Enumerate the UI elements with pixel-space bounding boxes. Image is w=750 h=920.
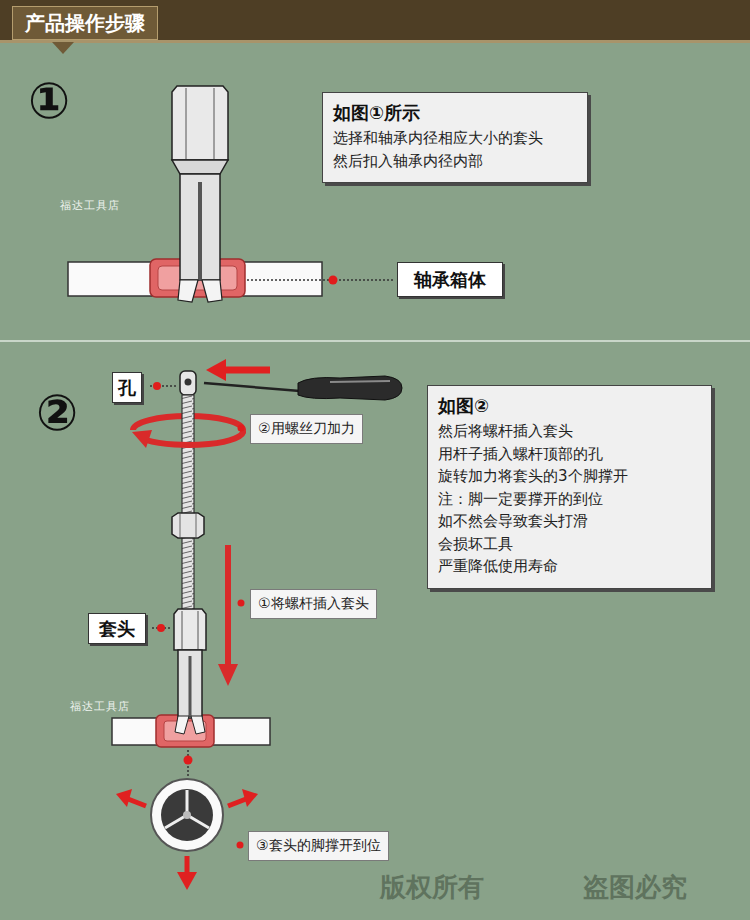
header-bar-part <box>0 40 750 43</box>
spread-arrows-part <box>185 856 190 874</box>
bolt-part <box>182 395 194 613</box>
push-arrow-part <box>222 367 270 374</box>
part-label: 套头 <box>88 613 146 644</box>
label-text: 轴承箱体 <box>414 267 486 292</box>
divider-part <box>0 340 750 342</box>
header-bar <box>0 0 750 54</box>
leader-line <box>150 382 245 849</box>
bolt <box>172 371 204 613</box>
leader-line-part <box>247 279 394 281</box>
copyright-note: 版权所有 <box>380 872 484 903</box>
insert-arrow <box>218 545 238 686</box>
socket-tool-part <box>189 656 192 718</box>
rotation-arrow-front <box>132 430 243 448</box>
label-text: 套头 <box>99 616 135 641</box>
box-heading: 如图①所示 <box>333 101 577 125</box>
socket-tool <box>174 609 206 734</box>
push-arrow <box>206 359 270 381</box>
socket-tool-part <box>198 611 199 650</box>
socket-tool-part <box>174 609 206 650</box>
housing-part <box>210 718 270 745</box>
info-box: 如图②然后将螺杆插入套头 用杆子插入螺杆顶部的孔 旋转加力将套头的3个脚撑开 注… <box>427 385 712 589</box>
housing <box>112 718 270 745</box>
watermark: 福达工具店 <box>70 700 130 713</box>
box-heading: 如图② <box>438 394 701 418</box>
socket-tool-part <box>198 182 202 280</box>
socket-tool-part <box>175 716 189 734</box>
leader-line-part <box>157 624 165 632</box>
part-label: 孔 <box>112 372 142 403</box>
bearing-part <box>156 715 214 747</box>
socket-tool-part <box>178 650 202 718</box>
bolt-part <box>196 514 197 537</box>
leader-line-part <box>237 842 244 849</box>
socket-tool-part <box>172 160 228 174</box>
screwdriver-part <box>298 376 402 400</box>
bolt-part <box>185 379 192 386</box>
push-arrow-part <box>206 359 226 381</box>
divider <box>0 341 750 342</box>
callout-box: ②用螺丝刀加力 <box>250 414 363 444</box>
bolt-part <box>172 513 204 538</box>
box-body: 然后将螺杆插入套头 用杆子插入螺杆顶部的孔 旋转加力将套头的3个脚撑开 注：脚一… <box>438 420 701 578</box>
socket-tool <box>172 86 228 302</box>
part-label: 轴承箱体 <box>397 262 503 297</box>
copyright-note: 盗图必究 <box>583 872 687 903</box>
leader-line-part <box>329 276 338 285</box>
socket-tool-part <box>214 88 215 160</box>
leader-line-part <box>184 756 193 765</box>
socket-tool-part <box>180 174 220 280</box>
label-text: 孔 <box>118 375 136 400</box>
bolt-part <box>180 514 181 537</box>
callout-box: ①将螺杆插入套头 <box>250 589 377 619</box>
spread-arrows <box>116 789 258 890</box>
socket-end-view-part <box>183 811 191 819</box>
bearing <box>156 715 214 747</box>
header-bar-part <box>52 42 74 54</box>
rotation-arrow-front-part <box>146 430 243 445</box>
spread-arrows-part <box>128 799 146 806</box>
info-box: 如图①所示选择和轴承内径相应大小的套头 然后扣入轴承内径内部 <box>322 92 588 183</box>
box-body: 选择和轴承内径相应大小的套头 然后扣入轴承内径内部 <box>333 127 577 172</box>
socket-end-view <box>151 779 223 851</box>
spread-arrows-part <box>242 789 258 807</box>
leader-line-part <box>153 382 161 390</box>
title-tab: 产品操作步骤 <box>12 6 158 40</box>
bolt-part <box>180 371 196 395</box>
rotation-arrow-front-part <box>132 430 152 448</box>
screwdriver-part <box>330 381 390 382</box>
socket-tool-part <box>178 280 198 302</box>
socket-tool-part <box>202 280 222 302</box>
screwdriver-part <box>204 383 300 391</box>
socket-tool-part <box>172 86 228 160</box>
socket-end-view-part <box>151 779 223 851</box>
callout-box: ③套头的脚撑开到位 <box>248 831 389 861</box>
step-number: ① <box>28 76 70 126</box>
insert-arrow-part <box>218 664 238 686</box>
housing-part <box>112 718 160 745</box>
spread-arrows-part <box>228 799 246 806</box>
header-bar-part <box>0 0 750 40</box>
leader-line <box>247 276 394 285</box>
label-text: ③套头的脚撑开到位 <box>256 836 381 856</box>
socket-end-view-part <box>161 789 213 841</box>
socket-tool-part <box>182 611 183 650</box>
leader-line-part <box>238 425 245 432</box>
leader-line-part <box>238 600 245 607</box>
spread-arrows-part <box>116 789 132 807</box>
label-text: ①将螺杆插入套头 <box>258 594 369 614</box>
spread-arrows-part <box>177 872 197 890</box>
housing-part <box>68 262 152 296</box>
screwdriver <box>204 376 402 400</box>
socket-tool-part <box>186 88 187 160</box>
step-number: ② <box>36 388 78 438</box>
socket-tool-part <box>191 716 205 734</box>
label-text: ②用螺丝刀加力 <box>258 419 355 439</box>
insert-arrow-part <box>225 545 231 668</box>
watermark: 福达工具店 <box>60 199 120 212</box>
housing-part <box>243 262 322 296</box>
